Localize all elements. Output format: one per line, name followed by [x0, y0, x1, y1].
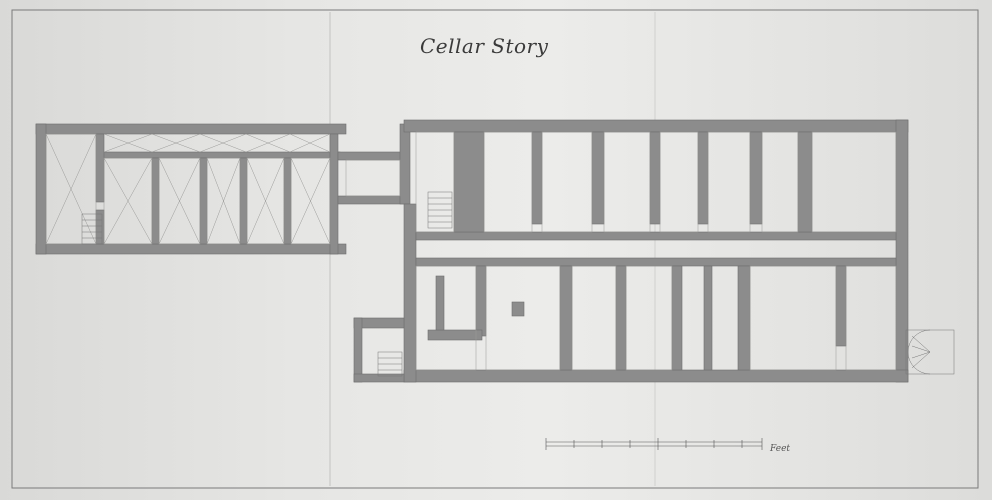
scale-label: Feet [770, 444, 791, 454]
link-block [337, 123, 411, 205]
interior-staircase [427, 191, 453, 229]
sheet-border [11, 9, 979, 489]
scale-bar [545, 438, 763, 450]
west-staircase [81, 213, 103, 245]
east-staircase [905, 329, 955, 375]
main-block-walls [353, 119, 909, 383]
main-room-outlines [415, 131, 897, 371]
plan-title: Cellar Story [420, 34, 549, 58]
west-wing [35, 123, 347, 255]
vestibule-staircase [377, 351, 403, 377]
wing-room-outlines [45, 133, 331, 245]
link-room [345, 159, 401, 197]
